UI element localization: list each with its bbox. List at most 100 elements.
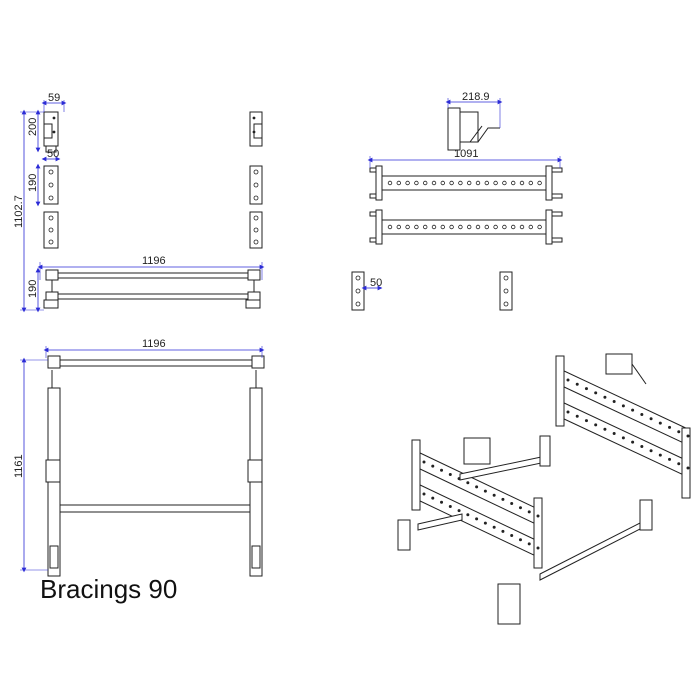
iso-hole xyxy=(457,509,461,513)
iso-hole xyxy=(483,489,487,493)
iso-hole xyxy=(649,449,653,453)
iso-hole xyxy=(483,521,487,525)
dim-50-plate: 50 xyxy=(370,277,382,289)
bar-hole xyxy=(396,180,401,186)
dim-1161: 1161 xyxy=(13,454,25,478)
iso-hole xyxy=(677,430,681,434)
bar-hole xyxy=(405,224,410,230)
iso-hole xyxy=(448,472,452,476)
plan-view-left: 1196 1161 xyxy=(13,338,265,577)
bar-hole xyxy=(440,180,445,186)
bar-hole xyxy=(467,180,472,186)
iso-hole xyxy=(566,410,570,414)
dim-190-side: 190 xyxy=(27,174,39,192)
iso-hole xyxy=(668,425,672,429)
iso-hole xyxy=(631,408,635,412)
iso-hole xyxy=(492,525,496,529)
iso-hole xyxy=(621,436,625,440)
iso-hole xyxy=(612,432,616,436)
iso-hole xyxy=(658,453,662,457)
dim-218-9: 218.9 xyxy=(462,91,490,103)
iso-hole xyxy=(475,517,479,521)
bar-hole xyxy=(414,224,419,230)
iso-hole xyxy=(631,440,635,444)
bar-hole xyxy=(423,224,428,230)
iso-hole xyxy=(594,391,598,395)
bar-hole xyxy=(414,180,419,186)
iso-hole xyxy=(575,382,579,386)
bar-hole xyxy=(396,224,401,230)
dim-59: 59 xyxy=(48,92,60,104)
iso-hole xyxy=(575,414,579,418)
bar-hole xyxy=(431,224,437,230)
dim-50-side: 50 xyxy=(47,148,59,160)
dim-1196-top: 1196 xyxy=(142,255,166,267)
iso-hole xyxy=(603,427,607,431)
caption-title: Bracings 90 xyxy=(40,574,178,604)
iso-hole xyxy=(510,534,514,538)
iso-hole xyxy=(466,481,470,485)
iso-hole xyxy=(621,404,625,408)
iso-hole xyxy=(594,423,598,427)
iso-hole xyxy=(566,378,570,382)
iso-hole xyxy=(686,434,690,438)
bar-hole xyxy=(423,180,428,186)
bar-hole xyxy=(493,180,498,186)
iso-hole xyxy=(658,421,662,425)
iso-hole xyxy=(527,542,531,546)
bar-hole xyxy=(528,180,533,186)
iso-hole xyxy=(518,506,522,510)
bar-hole xyxy=(387,224,393,230)
dim-1102-7: 1102.7 xyxy=(13,195,25,228)
bar-hole xyxy=(528,224,533,230)
iso-hole xyxy=(518,538,522,542)
iso-hole xyxy=(448,504,452,508)
bar-hole xyxy=(467,224,472,230)
bar-hole xyxy=(440,224,445,230)
iso-hole xyxy=(501,529,505,533)
iso-hole xyxy=(457,477,461,481)
bar-hole xyxy=(431,180,437,186)
bar-hole xyxy=(484,224,489,230)
iso-hole xyxy=(440,468,444,472)
dim-190-bar: 190 xyxy=(27,280,39,298)
iso-hole xyxy=(431,496,435,500)
dim-1091: 1091 xyxy=(454,148,478,160)
iso-hole xyxy=(640,444,644,448)
iso-hole xyxy=(640,412,644,416)
iso-hole xyxy=(466,513,470,517)
iso-hole xyxy=(612,400,616,404)
iso-hole xyxy=(431,464,435,468)
bar-hole xyxy=(449,180,454,186)
iso-hole xyxy=(584,387,588,391)
bar-hole xyxy=(511,180,516,186)
bar-hole xyxy=(502,180,507,186)
bar-hole xyxy=(511,224,516,230)
bar-hole xyxy=(475,180,481,186)
iso-hole xyxy=(649,417,653,421)
bar-hole xyxy=(475,224,481,230)
iso-hole xyxy=(603,395,607,399)
bar-hole xyxy=(537,180,542,186)
bar-hole xyxy=(458,224,463,230)
bar-hole xyxy=(405,180,410,186)
dim-1196-plan: 1196 xyxy=(142,338,166,350)
side-view-left: 59 200 50 190 1102.7 1196 190 xyxy=(13,92,265,313)
isometric-view xyxy=(397,353,691,625)
iso-hole xyxy=(686,466,690,470)
iso-hole xyxy=(501,497,505,501)
iso-hole xyxy=(668,457,672,461)
bar-hole xyxy=(387,180,393,186)
bar-hole xyxy=(502,224,507,230)
bar-hole xyxy=(449,224,454,230)
bar-hole xyxy=(519,180,525,186)
iso-hole xyxy=(422,460,426,464)
iso-hole xyxy=(677,462,681,466)
front-view-right: 218.9 1091 50 xyxy=(351,91,563,311)
iso-hole xyxy=(584,419,588,423)
bar-hole xyxy=(519,224,525,230)
iso-hole xyxy=(527,510,531,514)
bar-hole xyxy=(537,224,542,230)
bar-hole xyxy=(484,180,489,186)
